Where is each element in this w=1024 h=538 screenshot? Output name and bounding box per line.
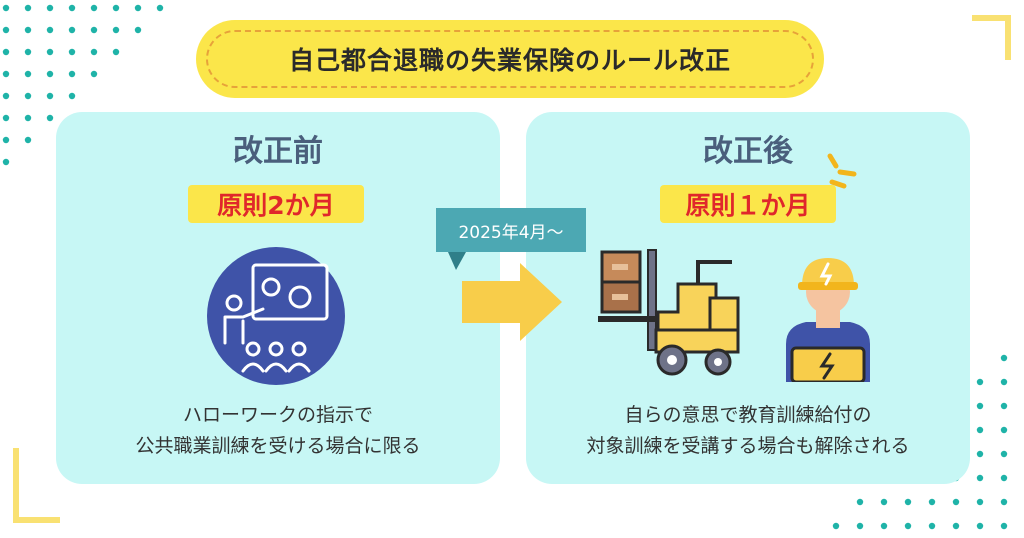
effective-date-tag: 2025年4月〜 [436, 208, 586, 252]
corner-bracket-top-right [972, 15, 1011, 60]
after-heading: 改正後 [703, 134, 793, 169]
before-panel: 改正前 原則2か月 ハローワークの指示で 公共職業訓練を受ける場合に限る [56, 112, 500, 484]
after-desc-line2: 対象訓練を受講する場合も解除される [586, 435, 910, 457]
title-banner: 自己都合退職の失業保険のルール改正 [196, 20, 824, 98]
sparkle-icon [827, 153, 857, 189]
before-desc-line2: 公共職業訓練を受ける場合に限る [135, 435, 421, 457]
dot-pattern-top-left [2, 4, 164, 166]
forklift-icon [598, 249, 740, 376]
before-desc-line1: ハローワークの指示で [182, 404, 373, 426]
page-title: 自己都合退職の失業保険のルール改正 [206, 30, 814, 88]
after-period-badge: 原則１か月 [660, 185, 836, 223]
right-arrow-icon [462, 263, 562, 341]
corner-bracket-bottom-left [13, 448, 60, 523]
worker-icon [786, 258, 870, 382]
before-heading: 改正前 [233, 134, 323, 169]
after-desc-line1: 自らの意思で教育訓練給付の [624, 404, 872, 426]
date-tag-tail [448, 252, 466, 270]
after-panel: 改正後 原則１か月 自らの意思で教育訓練給付の 対象訓練を受講する場合も解除され… [526, 112, 970, 484]
before-period-badge: 原則2か月 [188, 185, 364, 223]
training-presentation-icon [207, 247, 345, 385]
